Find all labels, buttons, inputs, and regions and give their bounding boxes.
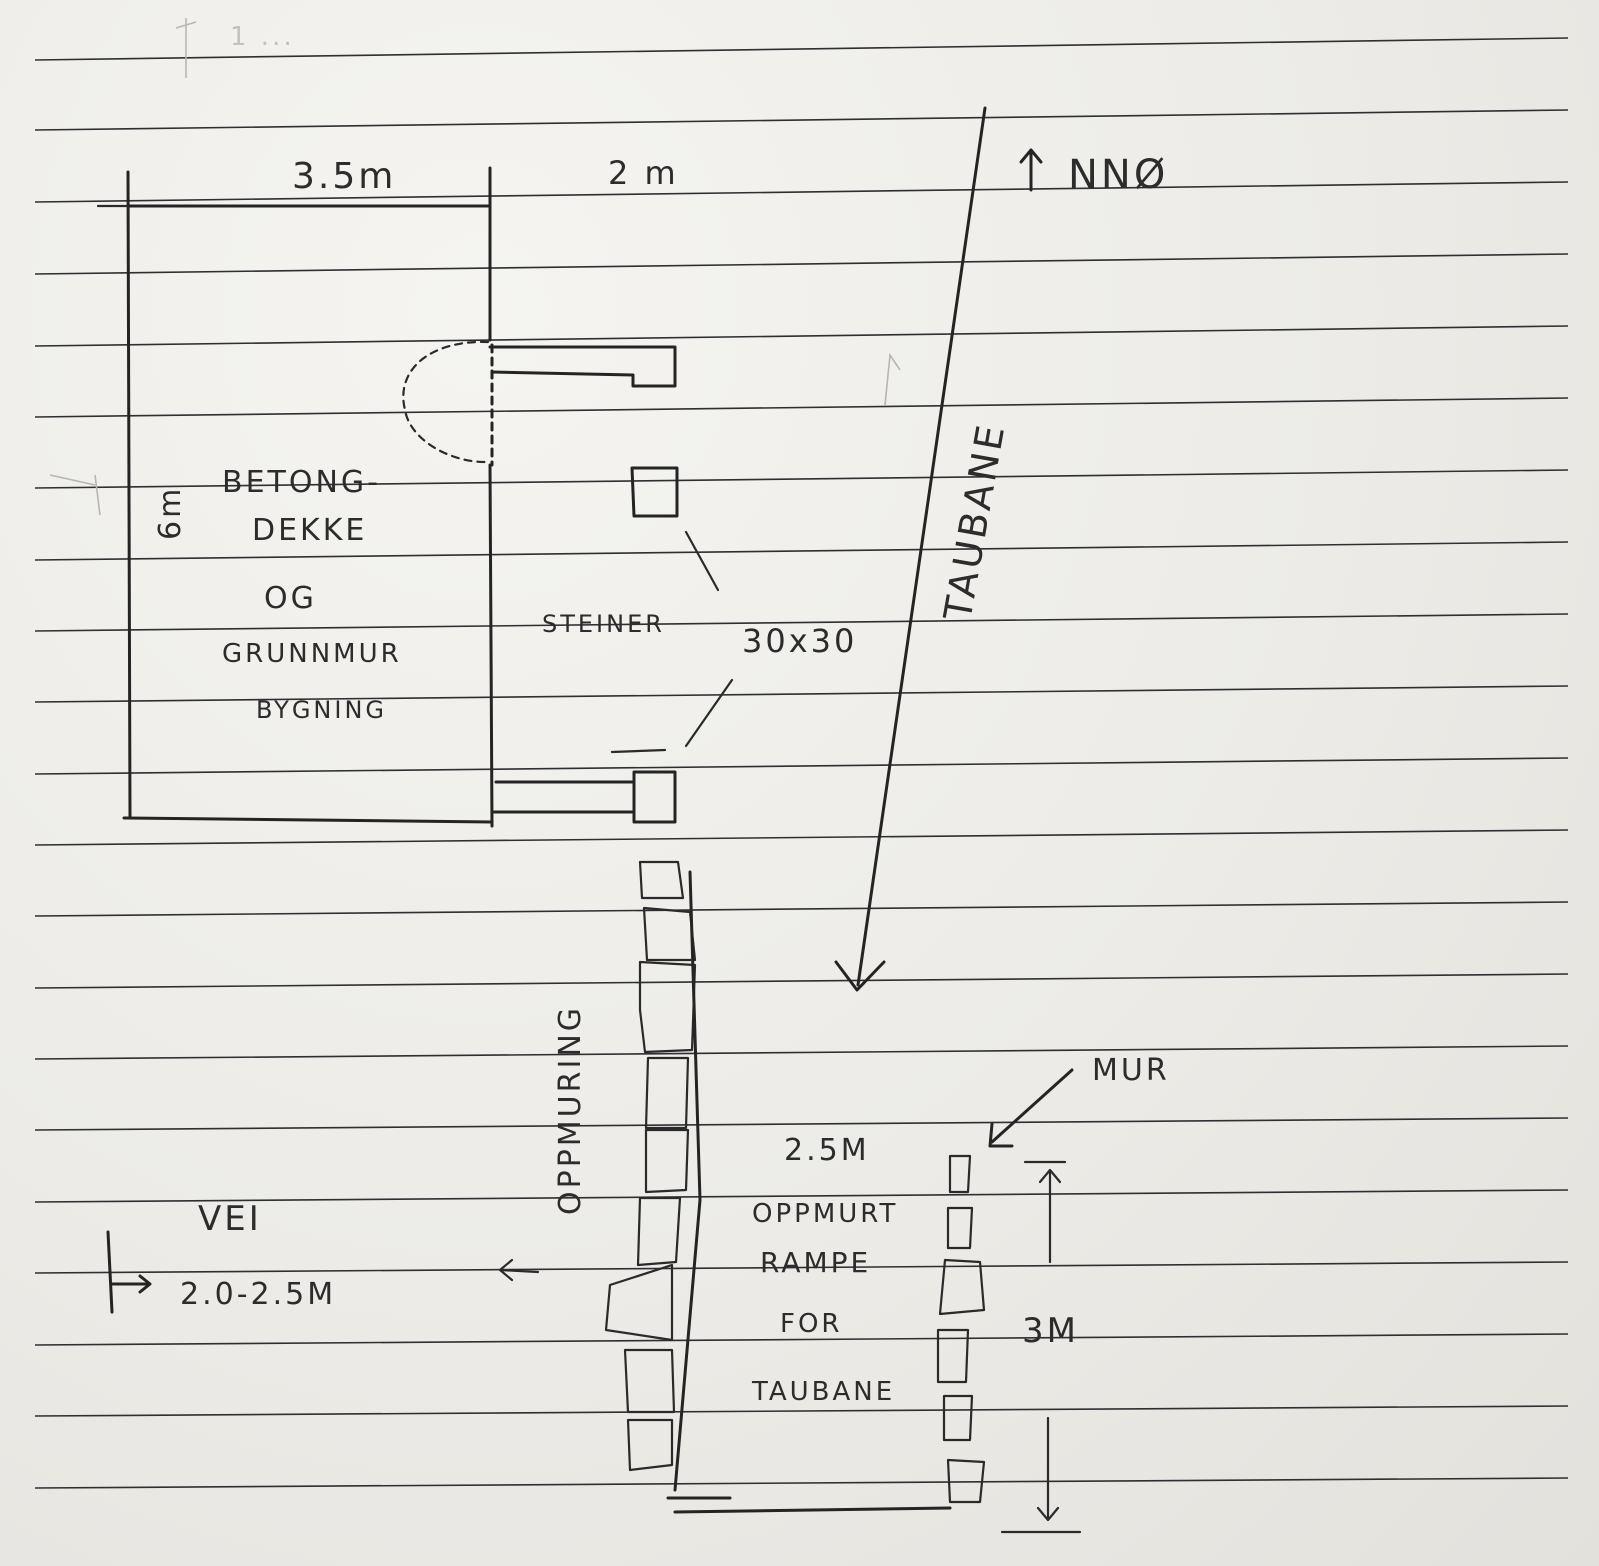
ramp-label-line2: RAMPE xyxy=(760,1246,871,1279)
building-label-line5: BYGNING xyxy=(256,696,387,724)
stones-label: STEINER xyxy=(542,610,665,638)
ramp-label-line1: OPPMURT xyxy=(752,1199,898,1229)
faint-ghost-marks: 1 ... xyxy=(49,18,901,516)
ramp-length-dimension xyxy=(1000,1160,1082,1534)
door-swing-arc xyxy=(402,340,490,464)
building-label-line3: OG xyxy=(264,581,317,616)
oppmuring-stone-column xyxy=(604,860,952,1514)
ramp-label-line3: FOR xyxy=(780,1309,843,1339)
ramp-label-line4: TAUBANE xyxy=(751,1377,895,1407)
dim-height-building: 6m xyxy=(153,486,188,540)
cableway-label: TAUBANE xyxy=(935,419,1013,624)
ramp-length-label: 3M xyxy=(1022,1311,1079,1351)
north-arrow xyxy=(1019,148,1043,192)
stone-walls xyxy=(488,345,679,824)
mur-stone-column xyxy=(936,1068,1074,1504)
north-label: NNØ xyxy=(1068,152,1168,198)
stone-block-upper xyxy=(630,466,679,518)
dim-width-building: 3.5m xyxy=(292,156,396,197)
walling-label: OPPMURING xyxy=(553,1005,588,1215)
notebook-ruled-lines xyxy=(34,37,1569,1489)
building-outline xyxy=(96,166,494,828)
building-label-line1: BETONG- xyxy=(222,465,381,500)
road-label: VEI xyxy=(198,1199,262,1239)
cableway-arrow xyxy=(834,106,987,992)
faint-top-text: 1 ... xyxy=(230,22,295,52)
road-marker xyxy=(106,1230,540,1314)
dim-width-stones: 2 m xyxy=(608,154,679,192)
stone-size-label: 30x30 xyxy=(742,622,857,660)
wall-label: MUR xyxy=(1092,1053,1170,1088)
stone-block-lower xyxy=(632,770,677,824)
annotation-lines xyxy=(610,530,734,754)
building-label-line2: DEKKE xyxy=(252,513,367,548)
road-width-label: 2.0-2.5M xyxy=(180,1277,336,1312)
building-label-line4: GRUNNMUR xyxy=(222,639,402,669)
ramp-width-label: 2.5M xyxy=(784,1133,870,1168)
